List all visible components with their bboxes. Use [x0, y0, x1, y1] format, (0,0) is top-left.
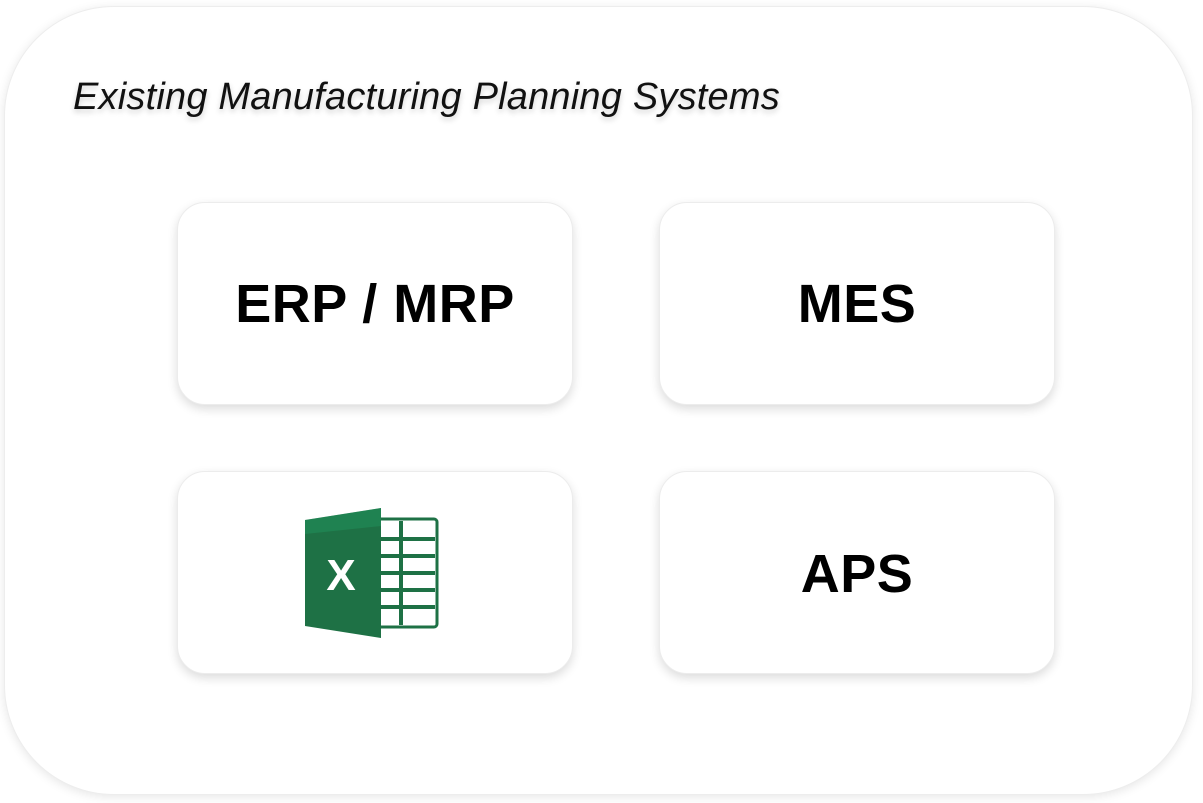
- card-label: MES: [797, 273, 917, 334]
- excel-letter: X: [326, 551, 355, 600]
- card-label: APS: [800, 543, 914, 604]
- card-erp-mrp: ERP / MRP: [177, 202, 573, 405]
- excel-icon: X: [305, 507, 439, 638]
- card-mes: MES: [659, 202, 1055, 405]
- card-label: ERP / MRP: [235, 273, 515, 334]
- card-excel: X: [177, 471, 573, 674]
- card-aps: APS: [659, 471, 1055, 674]
- diagram-title: Existing Manufacturing Planning Systems: [73, 76, 780, 118]
